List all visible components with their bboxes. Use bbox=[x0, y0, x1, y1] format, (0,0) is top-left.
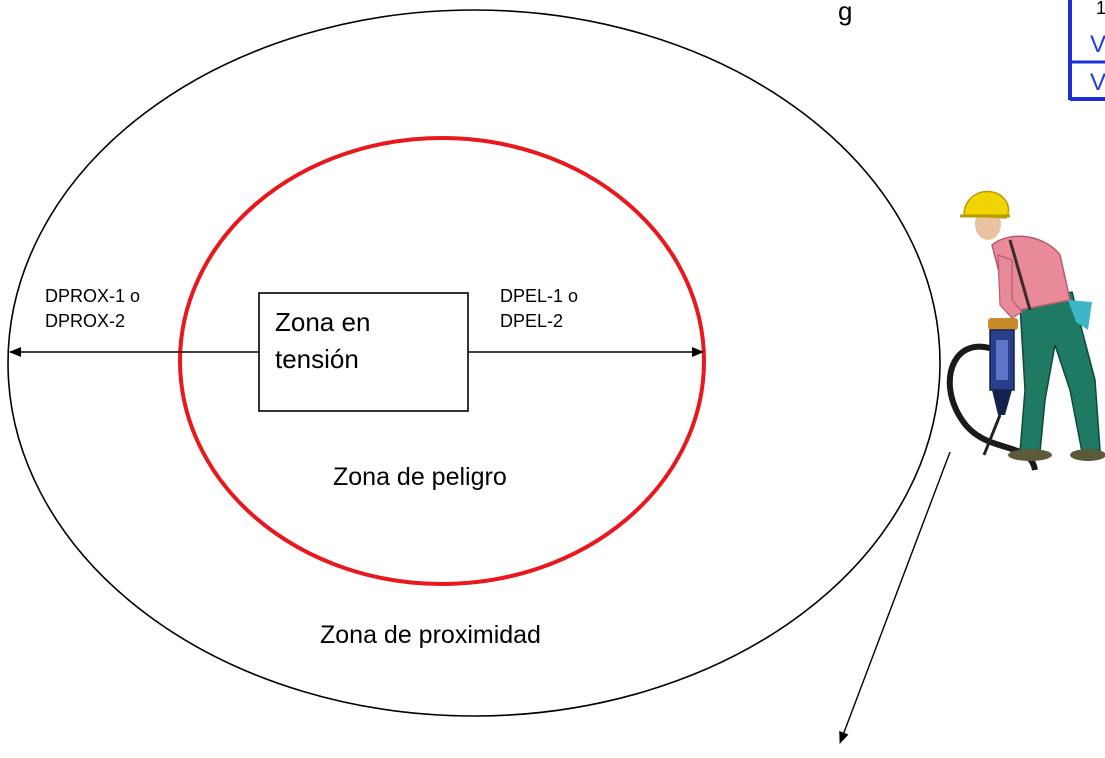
live-zone-label-line2: tensión bbox=[275, 344, 359, 374]
live-zone-label-line1: Zona en bbox=[275, 307, 370, 337]
live-zone-box bbox=[258, 292, 469, 412]
danger-zone-boundary bbox=[178, 136, 706, 586]
corner-box-digit: 1 bbox=[1096, 0, 1105, 18]
proximity-zone-boundary bbox=[7, 9, 941, 717]
proximity-distance-label-line2: DPROX-2 bbox=[45, 311, 125, 331]
worker-pointer-arrow bbox=[839, 451, 951, 744]
proximity-zone-label: Zona de proximidad bbox=[320, 621, 541, 649]
corner-box-link-2[interactable]: V bbox=[1090, 69, 1105, 96]
header-fragment-text: g bbox=[838, 0, 852, 26]
worker-with-jackhammer-icon bbox=[946, 190, 1105, 471]
danger-distance-label-line1: DPEL-1 o bbox=[500, 286, 578, 306]
proximity-distance-label-line1: DPROX-1 o bbox=[45, 286, 140, 306]
danger-zone-label: Zona de peligro bbox=[333, 463, 507, 491]
corner-link-box[interactable]: 1 V V bbox=[1068, 0, 1105, 101]
corner-box-link-1[interactable]: V bbox=[1090, 31, 1105, 58]
danger-distance-label-line2: DPEL-2 bbox=[500, 311, 563, 331]
